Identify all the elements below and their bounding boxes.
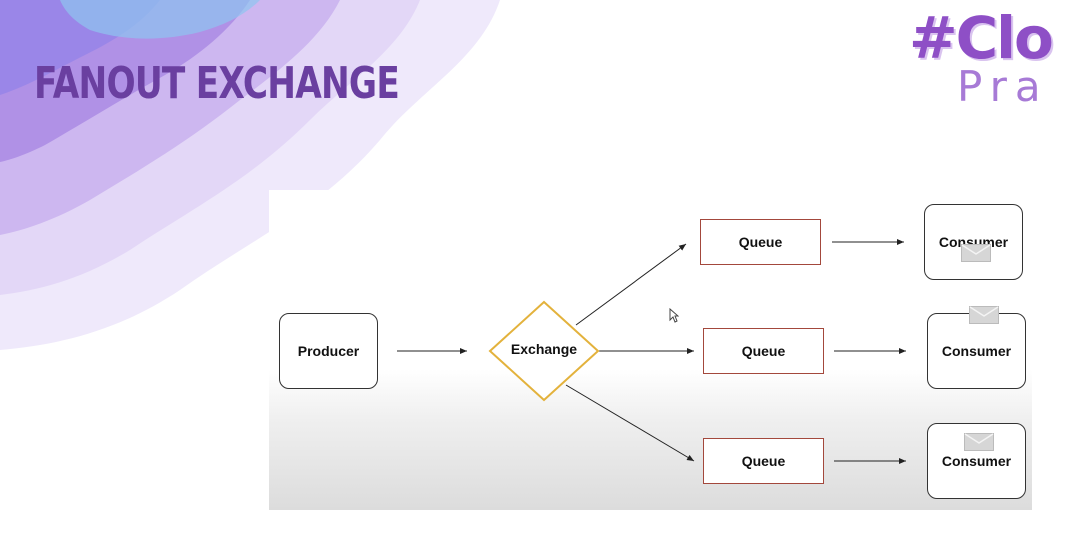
brand-logo-main: #Clo	[909, 4, 1054, 72]
arrow-exchange-queue-3	[565, 384, 695, 462]
envelope-icon	[969, 306, 999, 324]
brand-logo-sub: Pra t	[957, 62, 1065, 111]
consumer-node-2: Consumer	[927, 313, 1026, 389]
envelope-icon	[961, 244, 991, 262]
consumer-node-1: Consumer	[924, 204, 1023, 280]
slide-title: FANOUT EXCHANGE	[34, 58, 400, 109]
exchange-diamond	[488, 300, 600, 402]
arrow-exchange-queue-1	[575, 243, 687, 326]
queue-node-1: Queue	[700, 219, 821, 265]
brand-logo: #Clo Pra t	[905, 0, 1065, 112]
queue-node-2: Queue	[703, 328, 824, 374]
envelope-icon	[964, 433, 994, 451]
producer-node: Producer	[279, 313, 378, 389]
exchange-label: Exchange	[510, 341, 578, 357]
mouse-cursor-icon	[669, 308, 679, 323]
queue-node-3: Queue	[703, 438, 824, 484]
